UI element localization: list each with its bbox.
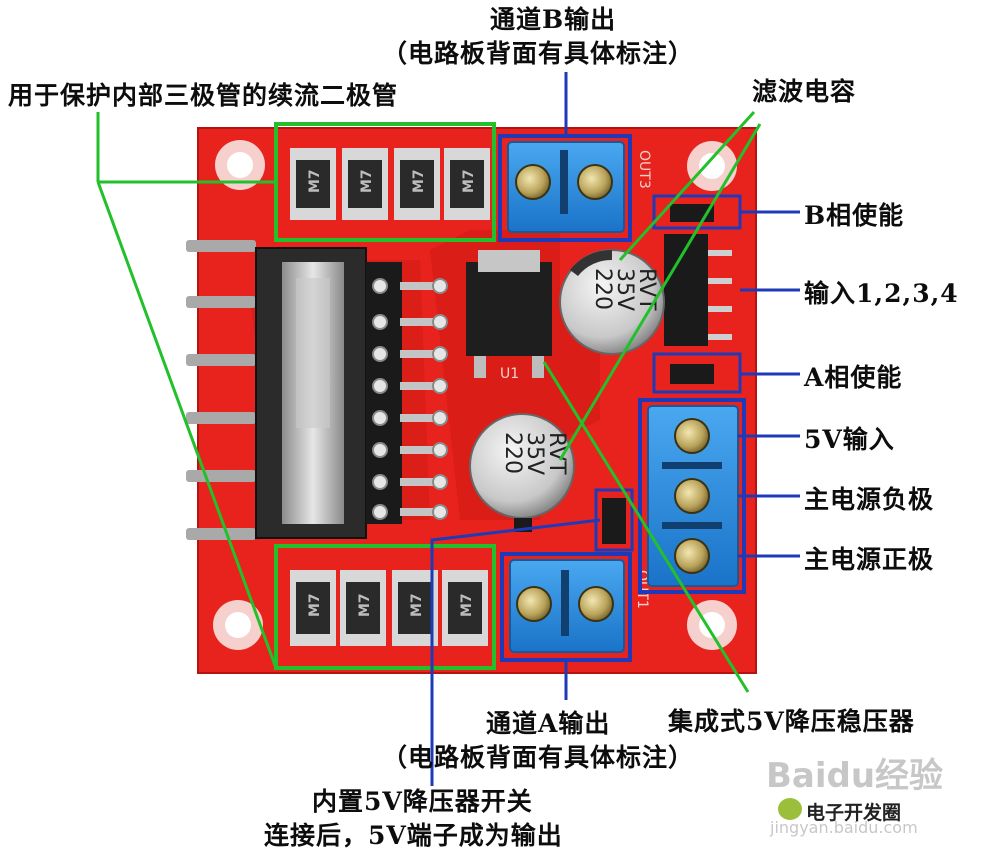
diode-marking: M7 (359, 169, 375, 193)
mounting-hole-top-right (687, 141, 737, 191)
diode-marking: M7 (461, 169, 477, 193)
callout-lines (96, 72, 800, 786)
capacitor-voltage: 35V (522, 432, 547, 475)
label-main-negative: 主电源负极 (804, 485, 935, 514)
screw-icon (674, 478, 710, 514)
label-regulator: 集成式5V降压稳压器 (668, 707, 915, 736)
diode-marking: M7 (307, 593, 323, 617)
label-channel-b-note: （电路板背面有具体标注） (382, 39, 695, 68)
diode-marking: M7 (357, 593, 373, 617)
capacitor-voltage: 35V (612, 268, 637, 311)
screw-icon (578, 586, 614, 622)
diode-marking: M7 (307, 169, 323, 193)
label-jumper-line2: 连接后，5V端子成为输出 (264, 821, 563, 850)
diode-marking: M7 (459, 593, 475, 617)
label-channel-a-note: （电路板背面有具体标注） (382, 743, 695, 772)
screw-icon (674, 418, 710, 454)
voltage-regulator: U1 (466, 250, 552, 382)
label-main-positive: 主电源正极 (804, 545, 935, 574)
filter-capacitor-bottom: 220 35V RVT (469, 413, 575, 532)
mounting-hole-top-left (215, 140, 265, 190)
capacitor-value: 220 (590, 268, 615, 310)
wechat-icon (778, 798, 802, 820)
diode-marking: M7 (411, 169, 427, 193)
label-jumper-line1: 内置5V降压器开关 (312, 787, 533, 816)
label-b-enable: B相使能 (804, 201, 905, 230)
flyback-diodes-bottom: M7 M7 M7 M7 (274, 544, 496, 670)
header-pins (594, 194, 742, 552)
capacitor-value: 220 (500, 432, 525, 474)
diode-marking: M7 (409, 593, 425, 617)
terminal-channel-b: OUT3 (498, 134, 652, 242)
label-channel-a-title: 通道A输出 (486, 709, 611, 738)
label-inputs: 输入1,2,3,4 (804, 279, 959, 308)
terminal-power (638, 398, 746, 594)
mounting-hole-bottom-left (213, 600, 263, 650)
silk-out-b: OUT3 (636, 150, 652, 189)
screw-icon (516, 586, 552, 622)
screw-icon (674, 538, 710, 574)
filter-capacitor-top: 220 35V RVT (559, 249, 665, 355)
label-flyback-diodes: 用于保护内部三极管的续流二极管 (8, 81, 399, 110)
flyback-diodes-top: M7 M7 M7 M7 (274, 122, 496, 242)
label-a-enable: A相使能 (804, 363, 903, 392)
screw-icon (515, 164, 551, 200)
watermark-url: jingyan.baidu.com (770, 818, 918, 837)
label-channel-b-title: 通道B输出 (490, 5, 617, 34)
label-5v-input: 5V输入 (804, 425, 895, 454)
silk-u1: U1 (500, 366, 519, 382)
screw-icon (577, 164, 613, 200)
label-filter-caps: 滤波电容 (752, 77, 857, 106)
l298n-driver-chip (186, 240, 448, 540)
capacitor-series: RVT (634, 268, 659, 311)
watermark-account: 电子开发圈 (806, 802, 902, 824)
watermark-brand: Baidu经验 (766, 756, 944, 796)
